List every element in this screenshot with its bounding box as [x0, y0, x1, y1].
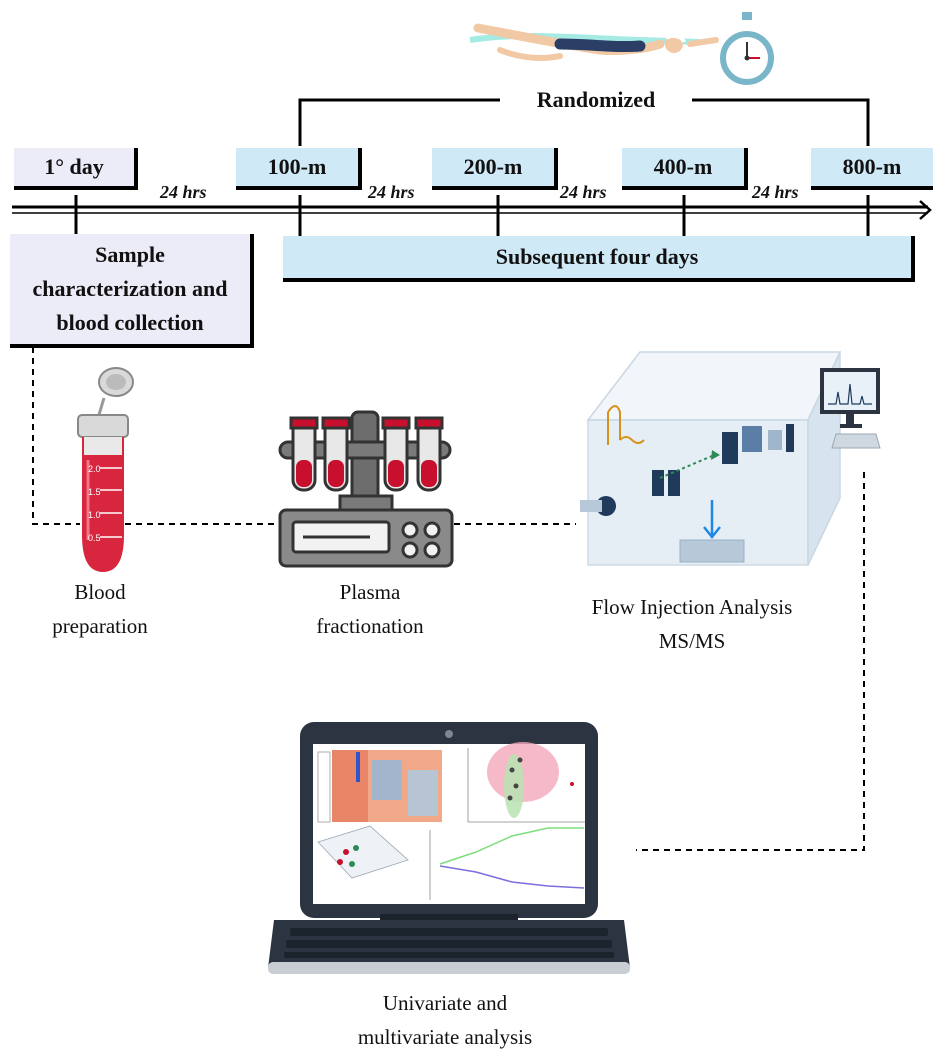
- blood-tube-icon: [77, 367, 134, 572]
- stopwatch-icon: [720, 12, 774, 85]
- timeline-arrow: [12, 200, 932, 220]
- session-200m-box: 200-m: [432, 148, 558, 190]
- session-100m-box: 100-m: [236, 148, 362, 190]
- mass-spectrometer-icon: [580, 351, 881, 566]
- analysis-caption: Univariate and multivariate analysis: [320, 986, 570, 1054]
- flow-injection-caption: Flow Injection Analysis MS/MS: [560, 590, 824, 658]
- interval-label-4: 24 hrs: [752, 182, 799, 202]
- caption-line: Univariate and: [382, 991, 508, 1015]
- interval-label-2: 24 hrs: [368, 182, 415, 202]
- interval-label-1: 24 hrs: [160, 182, 207, 202]
- blood-preparation-caption: Blood preparation: [30, 575, 170, 643]
- caption-line: Blood: [74, 580, 126, 604]
- laptop-analysis-icon: [268, 722, 630, 974]
- interval-label-3: 24 hrs: [560, 182, 607, 202]
- tube-scale-label: 0.5: [88, 533, 101, 543]
- session-800m-box: 800-m: [811, 148, 933, 190]
- caption-line: MS/MS: [658, 629, 726, 653]
- randomized-label: Randomized: [536, 87, 656, 112]
- tube-scale-label: 2.0: [88, 464, 101, 474]
- tube-scale-label: 1.5: [88, 487, 101, 497]
- randomized-bracket: [298, 98, 870, 146]
- workflow-connectors: [32, 347, 865, 851]
- plasma-fractionation-caption: Plasma fractionation: [290, 575, 450, 643]
- caption-line: multivariate analysis: [357, 1025, 533, 1049]
- tube-scale-label: 1.0: [88, 510, 101, 520]
- caption-line: Plasma: [339, 580, 401, 604]
- caption-line: Flow Injection Analysis: [591, 595, 793, 619]
- day1-box: 1° day: [14, 148, 138, 190]
- caption-line: fractionation: [316, 614, 424, 638]
- session-400m-box: 400-m: [622, 148, 748, 190]
- timeline-ticks: [74, 195, 870, 236]
- sample-characterization-label: Sample characterization and blood collec…: [32, 242, 228, 335]
- plasma-rack-icon: [278, 410, 454, 568]
- tube-scale: 2.0 1.5 1.0 0.5: [88, 458, 110, 550]
- subsequent-days-box: Subsequent four days: [283, 236, 915, 282]
- swimmer-icon: [469, 23, 719, 61]
- sample-characterization-box: Sample characterization and blood collec…: [10, 234, 254, 348]
- caption-line: preparation: [52, 614, 148, 638]
